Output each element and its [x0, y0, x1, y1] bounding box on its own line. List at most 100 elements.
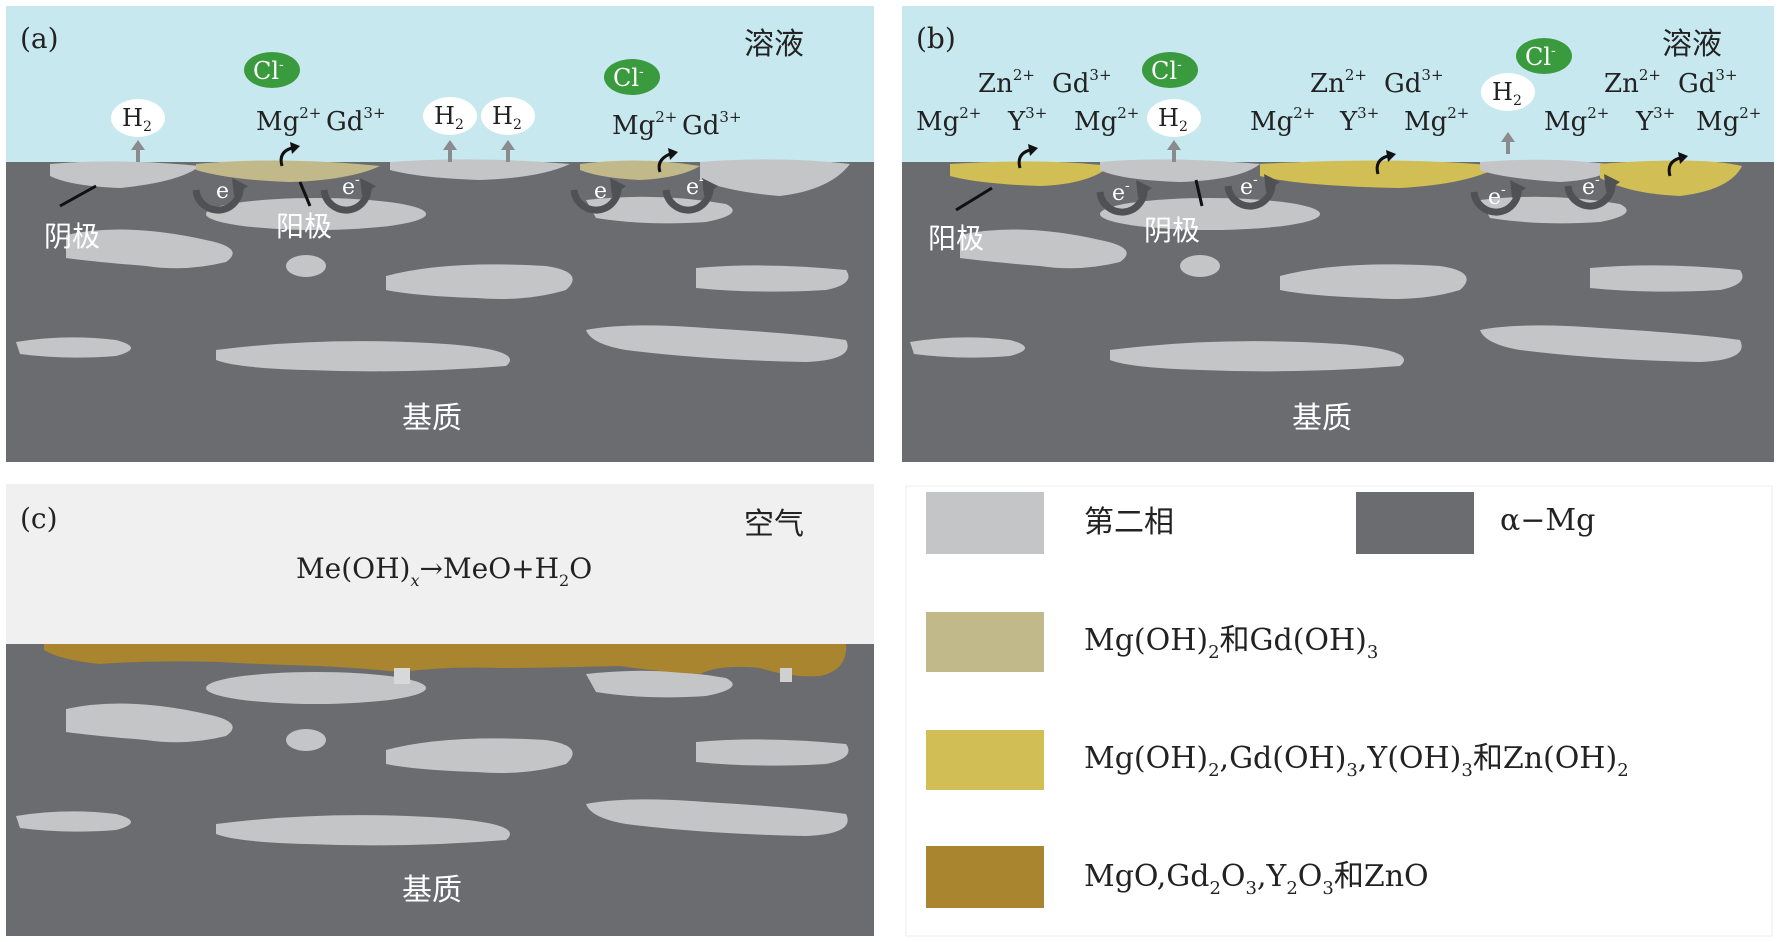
panel-b-surface-second-phase-2	[1480, 159, 1620, 182]
legend-label-second-phase: 第二相	[1084, 505, 1174, 540]
panel-a-dissolution-arrow-2	[657, 152, 671, 173]
panel-a-label: (a)	[20, 22, 59, 55]
panel-a-gd-ion-1: Gd3+	[326, 104, 386, 137]
panel-a-cathode-pointer	[59, 184, 97, 208]
panel-a-h2-bubble-2: H2	[423, 97, 477, 162]
panel-b-mg-ion-1: Mg2+	[916, 104, 981, 137]
panel-c: (c) 空气 Me(OH)x→MeO+H2O 基质	[6, 484, 874, 936]
panel-b-anode-label: 阳极	[928, 222, 984, 255]
panel-b-environment-label: 溶液	[1662, 27, 1722, 62]
legend-swatch-alpha-mg	[1356, 492, 1474, 554]
legend-swatch-oxide	[926, 846, 1044, 908]
panel-b-hydroxide-layer-1	[950, 161, 1110, 186]
legend-item-second-phase: 第二相	[926, 492, 1174, 554]
legend-label-hydroxide-mg-gd: Mg(OH)2和Gd(OH)3	[1084, 623, 1378, 663]
panel-b-ion-cluster-1: Zn2+ Gd3+ Mg2+ Y3+ Mg2+	[916, 66, 1139, 137]
panel-b-cathode-pointer	[1194, 179, 1204, 207]
panel-a-electron-3: e	[594, 179, 607, 204]
panel-b-gd-ion-2: Gd3+	[1384, 66, 1444, 99]
svg-text:H2: H2	[434, 102, 464, 133]
panel-b-zn-ion-3: Zn2+	[1604, 66, 1661, 99]
panel-b-h2-bubble-2: H2	[1481, 73, 1535, 154]
panel-b-mg-ion-3: Mg2+	[1250, 104, 1315, 137]
panel-c-surface-defect-2	[780, 668, 792, 682]
panel-a-hydroxide-cap-1	[196, 160, 380, 182]
panel-b-dissolution-arrow-2	[1375, 154, 1389, 175]
legend-label-oxide: MgO,Gd2O3,Y2O3和ZnO	[1084, 859, 1429, 899]
legend-swatch-second-phase	[926, 492, 1044, 554]
svg-text:H2: H2	[492, 102, 522, 133]
legend-box	[905, 485, 1773, 937]
panel-b-solution	[902, 6, 1774, 162]
panel-b-zn-ion-2: Zn2+	[1310, 66, 1367, 99]
panel-a-solution	[6, 6, 874, 162]
panel-a-mg-ion-1: Mg2+	[256, 104, 321, 137]
panel-b-ion-cluster-2: Zn2+ Gd3+ Mg2+ Y3+ Mg2+	[1250, 66, 1469, 137]
panel-c-air	[6, 484, 874, 644]
panel-c-label: (c)	[20, 502, 58, 535]
panel-a-electron-4: e-	[686, 172, 704, 200]
panel-b: e- e- e- e- H2 H2 Cl- Cl- Zn2+ Gd3+ Mg2+	[902, 6, 1774, 462]
svg-text:Cl-: Cl-	[1525, 43, 1556, 71]
panel-c-oxide-layer	[44, 644, 847, 677]
panel-a-anode-pointer	[298, 181, 312, 207]
panel-a: H2 H2 H2 Cl- Cl- Mg2+ Gd3+ Mg2+ Gd3+	[6, 6, 874, 462]
panel-b-h2-bubble-1: H2	[1147, 99, 1201, 162]
panel-b-mg-ion-4: Mg2+	[1404, 104, 1469, 137]
panel-a-cl-ion-2: Cl-	[604, 59, 660, 95]
panel-b-anode-pointer	[955, 186, 993, 212]
panel-c-environment-label: 空气	[744, 507, 804, 542]
panel-b-matrix	[902, 162, 1774, 462]
panel-b-label: (b)	[916, 22, 956, 55]
svg-text:H2: H2	[1158, 104, 1188, 135]
panel-a-matrix-label: 基质	[402, 401, 462, 436]
svg-text:H2: H2	[122, 104, 152, 135]
panel-b-electron-3: e-	[1488, 182, 1506, 210]
panel-a-surface-second-phase-3	[700, 159, 850, 196]
legend-label-hydroxide-all: Mg(OH)2,Gd(OH)3,Y(OH)3和Zn(OH)2	[1084, 741, 1629, 781]
panel-b-hydroxide-layer-2	[1260, 160, 1500, 188]
panel-a-surface-second-phase-1	[50, 161, 200, 188]
panel-c-reaction-equation: Me(OH)x→MeO+H2O	[296, 552, 592, 590]
svg-text:Cl-: Cl-	[253, 57, 284, 85]
panel-b-mg-ion-5: Mg2+	[1544, 104, 1609, 137]
panel-b-zn-ion-1: Zn2+	[978, 66, 1035, 99]
panel-b-electron-2: e-	[1240, 172, 1258, 200]
legend-item-oxide: MgO,Gd2O3,Y2O3和ZnO	[926, 846, 1429, 908]
panel-b-y-ion-3: Y3+	[1635, 104, 1675, 137]
panel-c-matrix	[6, 644, 874, 936]
panel-b-mg-ion-6: Mg2+	[1696, 104, 1761, 137]
panel-a-electron-1: e	[216, 179, 229, 204]
panel-b-dissolution-arrow-3	[1667, 156, 1681, 177]
panel-a-cl-ion-1: Cl-	[244, 52, 300, 88]
panel-a-gd-ion-2: Gd3+	[682, 108, 742, 141]
legend: 第二相 α−Mg Mg(OH)2和Gd(OH)3 Mg(OH)2,Gd(OH)3…	[905, 485, 1773, 937]
legend-swatch-hydroxide-mg-gd	[926, 612, 1044, 672]
panel-a-mg-ion-2: Mg2+	[612, 108, 677, 141]
panel-b-hydroxide-layer-3	[1600, 160, 1742, 196]
legend-label-alpha-mg: α−Mg	[1500, 503, 1595, 538]
legend-swatch-hydroxide-all	[926, 730, 1044, 790]
panel-b-surface-second-phase-1	[1100, 159, 1260, 182]
legend-item-hydroxide-mg-gd: Mg(OH)2和Gd(OH)3	[926, 612, 1378, 672]
panel-b-dissolution-arrow-1	[1017, 148, 1031, 169]
legend-item-alpha-mg: α−Mg	[1356, 492, 1595, 554]
panel-b-electron-1: e-	[1112, 178, 1130, 206]
svg-text:Cl-: Cl-	[613, 64, 644, 92]
panel-c-matrix-label: 基质	[402, 873, 462, 908]
panel-c-surface-defect-1	[394, 668, 410, 684]
panel-b-mg-ion-2: Mg2+	[1074, 104, 1139, 137]
panel-a-hydroxide-cap-2	[580, 160, 700, 180]
panel-b-electron-4: e-	[1582, 172, 1600, 200]
panel-b-ion-cluster-3: Zn2+ Gd3+ Mg2+ Y3+ Mg2+	[1544, 66, 1761, 137]
panel-b-y-ion-2: Y3+	[1339, 104, 1379, 137]
panel-a-h2-bubble-3: H2	[481, 97, 535, 162]
panel-b-cathode-label: 阴极	[1144, 214, 1200, 247]
panel-a-environment-label: 溶液	[744, 27, 804, 62]
panel-b-matrix-label: 基质	[1292, 401, 1352, 436]
panel-a-cathode-label: 阴极	[44, 220, 100, 253]
svg-text:H2: H2	[1492, 78, 1522, 109]
legend-item-hydroxide-all: Mg(OH)2,Gd(OH)3,Y(OH)3和Zn(OH)2	[926, 730, 1629, 790]
panel-a-surface-second-phase-2	[390, 159, 570, 180]
